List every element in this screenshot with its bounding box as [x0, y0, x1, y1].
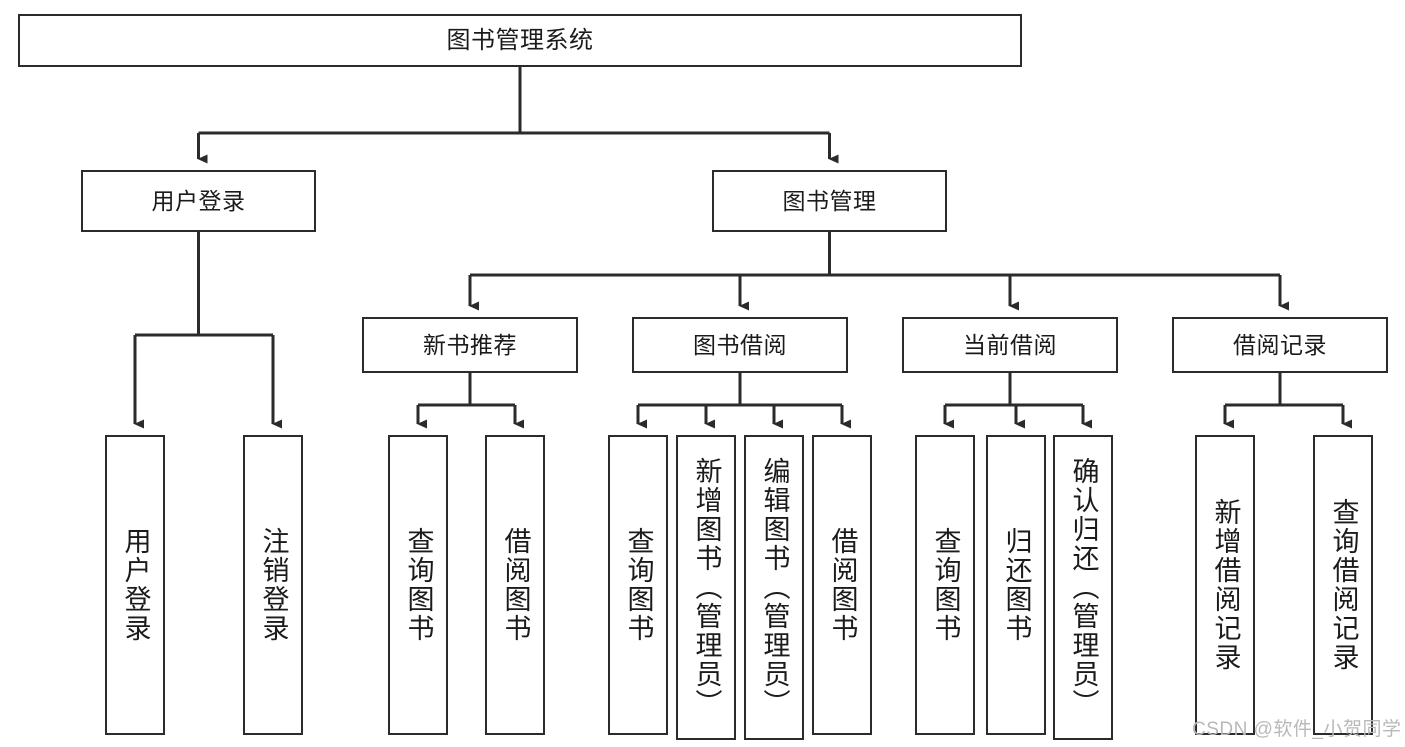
node-label: 查询借阅记录	[1328, 498, 1359, 672]
node-label: 借阅图书	[500, 527, 531, 643]
node-current[interactable]: 当前借阅	[902, 317, 1118, 373]
node-label: 查询图书	[623, 527, 654, 643]
node-leaf8[interactable]: 借阅图书	[812, 435, 872, 735]
node-records[interactable]: 借阅记录	[1172, 317, 1388, 373]
node-borrow[interactable]: 图书借阅	[632, 317, 848, 373]
node-label: 查询图书	[930, 527, 961, 643]
node-label: 借阅图书	[827, 527, 858, 643]
node-leaf11[interactable]: 确认归还（管理员）	[1053, 435, 1113, 740]
node-label: 查询图书	[403, 527, 434, 643]
node-label: 确认归还（管理员）	[1068, 457, 1099, 718]
node-label: 用户登录	[151, 187, 246, 214]
node-leaf4[interactable]: 借阅图书	[485, 435, 545, 735]
node-leaf12[interactable]: 新增借阅记录	[1195, 435, 1255, 735]
node-label: 编辑图书（管理员）	[759, 457, 790, 718]
node-label: 借阅记录	[1233, 331, 1327, 358]
node-label: 当前借阅	[963, 331, 1057, 358]
node-label: 新书推荐	[423, 331, 517, 358]
node-label: 用户登录	[120, 527, 151, 643]
node-newbook[interactable]: 新书推荐	[362, 317, 578, 373]
node-label: 新增借阅记录	[1210, 498, 1241, 672]
node-login[interactable]: 用户登录	[81, 170, 316, 232]
node-leaf5[interactable]: 查询图书	[608, 435, 668, 735]
node-label: 注销登录	[258, 527, 289, 643]
node-label: 图书借阅	[693, 331, 787, 358]
node-label: 新增图书（管理员）	[691, 457, 722, 718]
watermark-label: CSDN @软件_小贺同学	[1192, 719, 1402, 740]
node-root[interactable]: 图书管理系统	[18, 14, 1022, 67]
node-label: 图书管理系统	[446, 26, 594, 54]
node-leaf2[interactable]: 注销登录	[243, 435, 303, 735]
node-label: 图书管理	[782, 187, 877, 214]
node-bookmgmt[interactable]: 图书管理	[712, 170, 947, 232]
node-label: 归还图书	[1001, 527, 1032, 643]
node-leaf6[interactable]: 新增图书（管理员）	[676, 435, 736, 740]
node-leaf3[interactable]: 查询图书	[388, 435, 448, 735]
node-leaf13[interactable]: 查询借阅记录	[1313, 435, 1373, 735]
node-leaf9[interactable]: 查询图书	[915, 435, 975, 735]
node-leaf7[interactable]: 编辑图书（管理员）	[744, 435, 804, 740]
node-leaf1[interactable]: 用户登录	[105, 435, 165, 735]
node-leaf10[interactable]: 归还图书	[986, 435, 1046, 735]
